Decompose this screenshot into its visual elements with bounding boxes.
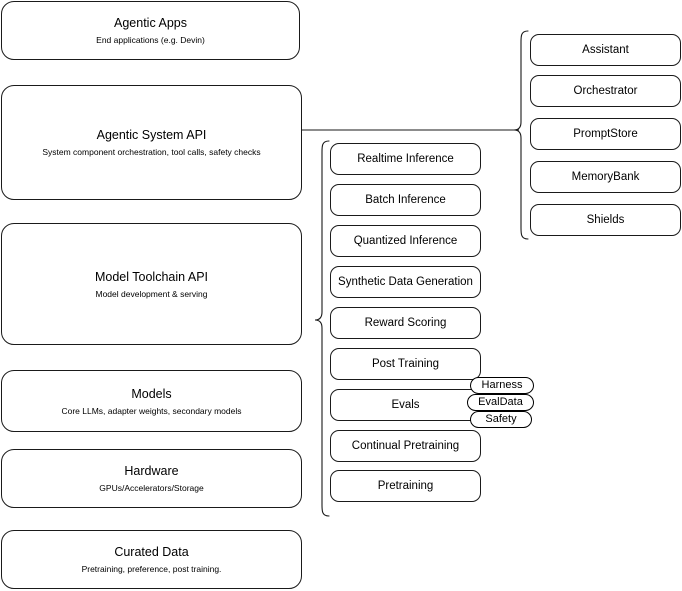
evals-badge-harness[interactable]: Harness bbox=[470, 377, 534, 394]
toolchain-component-synthetic-data-generation[interactable]: Synthetic Data Generation bbox=[330, 266, 481, 298]
item-label: Pretraining bbox=[377, 480, 434, 492]
agentic-component-shields[interactable]: Shields bbox=[530, 204, 681, 236]
badge-label: Harness bbox=[481, 379, 523, 391]
item-label: Orchestrator bbox=[573, 85, 638, 97]
stack-box-subtitle: End applications (e.g. Devin) bbox=[96, 35, 205, 45]
item-label: Reward Scoring bbox=[364, 317, 447, 329]
item-label: PromptStore bbox=[573, 128, 638, 140]
item-label: Realtime Inference bbox=[357, 153, 454, 165]
stack-box-title: Model Toolchain API bbox=[94, 269, 209, 284]
item-label: Quantized Inference bbox=[353, 235, 458, 247]
stack-box-title: Hardware bbox=[124, 464, 179, 478]
item-label: Post Training bbox=[371, 358, 440, 370]
item-label: Assistant bbox=[582, 44, 629, 56]
toolchain-component-evals[interactable]: Evals bbox=[330, 389, 481, 421]
agentic-component-orchestrator[interactable]: Orchestrator bbox=[530, 75, 681, 107]
toolchain-component-continual-pretraining[interactable]: Continual Pretraining bbox=[330, 430, 481, 462]
toolchain-component-pretraining[interactable]: Pretraining bbox=[330, 470, 481, 502]
item-label: Continual Pretraining bbox=[351, 440, 460, 452]
item-label: Shields bbox=[586, 214, 625, 226]
toolchain-component-quantized-inference[interactable]: Quantized Inference bbox=[330, 225, 481, 257]
badge-label: EvalData bbox=[478, 396, 523, 408]
stack-box-subtitle: Core LLMs, adapter weights, secondary mo… bbox=[61, 405, 242, 416]
toolchain-component-batch-inference[interactable]: Batch Inference bbox=[330, 184, 481, 216]
stack-box-subtitle: GPUs/Accelerators/Storage bbox=[99, 483, 204, 493]
stack-box-agentic-system-api[interactable]: Agentic System API System component orch… bbox=[1, 85, 302, 200]
item-label: Synthetic Data Generation bbox=[338, 276, 473, 288]
stack-box-subtitle: Model development & serving bbox=[95, 288, 208, 299]
stack-box-model-toolchain-api[interactable]: Model Toolchain API Model development & … bbox=[1, 223, 302, 345]
item-label: Batch Inference bbox=[365, 194, 446, 206]
toolchain-component-realtime-inference[interactable]: Realtime Inference bbox=[330, 143, 481, 175]
evals-badge-evaldata[interactable]: EvalData bbox=[467, 394, 534, 411]
evals-badge-safety[interactable]: Safety bbox=[470, 411, 532, 428]
stack-box-title: Curated Data bbox=[114, 545, 189, 559]
item-label: MemoryBank bbox=[571, 171, 640, 183]
stack-box-title: Agentic Apps bbox=[114, 16, 187, 30]
stack-box-title: Agentic System API bbox=[96, 128, 207, 142]
toolchain-component-post-training[interactable]: Post Training bbox=[330, 348, 481, 380]
stack-box-hardware[interactable]: Hardware GPUs/Accelerators/Storage bbox=[1, 449, 302, 508]
stack-box-subtitle: Pretraining, preference, post training. bbox=[81, 564, 222, 574]
badge-label: Safety bbox=[485, 413, 517, 425]
stack-box-subtitle: System component orchestration, tool cal… bbox=[42, 147, 261, 157]
stack-box-title: Models bbox=[131, 386, 172, 401]
stack-box-agentic-apps[interactable]: Agentic Apps End applications (e.g. Devi… bbox=[1, 1, 300, 60]
agentic-component-memorybank[interactable]: MemoryBank bbox=[530, 161, 681, 193]
agentic-component-assistant[interactable]: Assistant bbox=[530, 34, 681, 66]
stack-box-models[interactable]: Models Core LLMs, adapter weights, secon… bbox=[1, 370, 302, 432]
item-label: Evals bbox=[391, 399, 420, 411]
agentic-component-promptstore[interactable]: PromptStore bbox=[530, 118, 681, 150]
stack-box-curated-data[interactable]: Curated Data Pretraining, preference, po… bbox=[1, 530, 302, 589]
toolchain-component-reward-scoring[interactable]: Reward Scoring bbox=[330, 307, 481, 339]
